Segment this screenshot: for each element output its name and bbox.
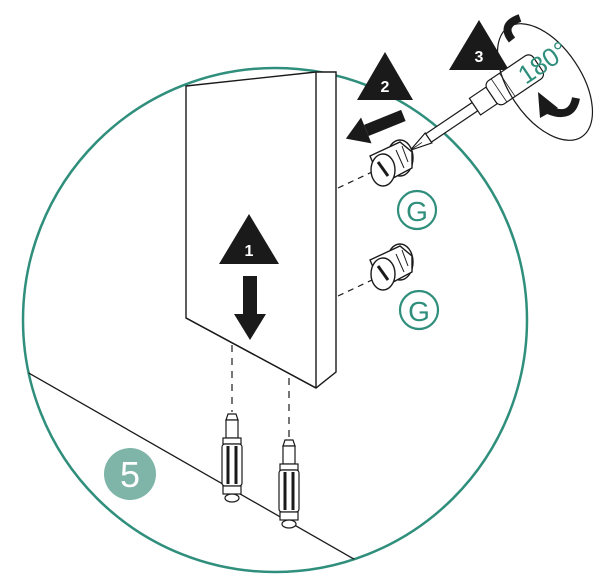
- marker-2-label: 2: [381, 79, 390, 96]
- marker-1: 1: [219, 214, 279, 340]
- guide-lines-cams: [337, 171, 373, 297]
- part-label-2: G: [408, 296, 430, 327]
- guide-lines-dowels: [231, 345, 290, 440]
- cam-lock-icon: [369, 139, 414, 187]
- upright-panel: [185, 71, 337, 389]
- down-arrow-icon: [234, 276, 266, 340]
- step-badge: 5: [104, 448, 156, 500]
- part-badge-g-2: G: [398, 289, 440, 331]
- dowel-bolt-icon: [278, 439, 300, 529]
- up-arrow-icon: [219, 214, 279, 264]
- detail-circle: [21, 66, 529, 574]
- base-panel: [23, 367, 381, 572]
- part-label-1: G: [406, 196, 428, 227]
- marker-2: 2: [345, 52, 413, 144]
- up-arrow-icon: [357, 52, 413, 100]
- screwdriver-icon: [408, 54, 545, 152]
- dowel-bolt-icon: [221, 413, 243, 503]
- rotate-arrow-icon: [496, 14, 594, 141]
- marker-3: 3: [449, 20, 509, 70]
- marker-3-label: 3: [475, 49, 484, 66]
- left-arrow-icon: [345, 109, 406, 144]
- up-arrow-icon: [449, 20, 509, 70]
- cam-lock-icon: [369, 243, 414, 291]
- marker-1-label: 1: [245, 243, 254, 260]
- step-number: 5: [120, 454, 140, 495]
- part-badge-g-1: G: [396, 189, 438, 231]
